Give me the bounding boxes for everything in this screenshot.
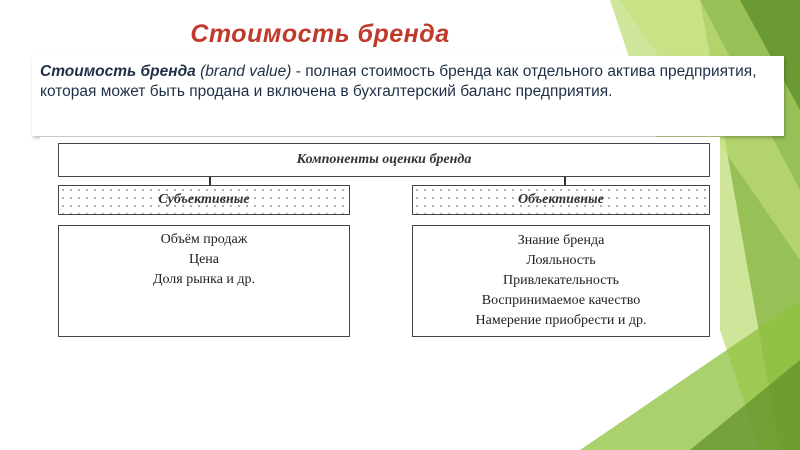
list-item: Лояльность bbox=[526, 253, 596, 268]
subjective-category-box: Субъективные bbox=[58, 185, 350, 215]
subjective-items-box: Объём продаж Цена Доля рынка и др. bbox=[58, 225, 350, 337]
objective-category-box: Объективные bbox=[412, 185, 710, 215]
definition-term: Стоимость бренда bbox=[40, 63, 196, 80]
list-item: Знание бренда bbox=[517, 233, 605, 248]
definition-box: Стоимость бренда (brand value) - полная … bbox=[32, 56, 784, 136]
objective-items-list: Знание бренда Лояльность Привлекательнос… bbox=[413, 231, 709, 331]
definition-body: - полная стоимость бренда как отдельного… bbox=[40, 63, 757, 100]
list-item: Объём продаж bbox=[160, 232, 248, 247]
definition-text: Стоимость бренда (brand value) - полная … bbox=[40, 62, 776, 102]
brand-components-diagram: Компоненты оценки бренда Субъективные Об… bbox=[40, 137, 720, 342]
objective-items-box: Знание бренда Лояльность Привлекательнос… bbox=[412, 225, 710, 337]
subjective-items-list: Объём продаж Цена Доля рынка и др. bbox=[59, 230, 349, 290]
list-item: Привлекательность bbox=[503, 273, 619, 288]
components-header-box: Компоненты оценки бренда bbox=[58, 143, 710, 177]
definition-english-term: (brand value) bbox=[200, 63, 292, 80]
subjective-category-label: Субъективные bbox=[158, 192, 250, 207]
components-header-label: Компоненты оценки бренда bbox=[296, 152, 472, 167]
list-item: Намерение приобрести и др. bbox=[475, 313, 647, 328]
slide-title: Стоимость бренда bbox=[190, 20, 450, 48]
list-item: Цена bbox=[188, 252, 220, 267]
objective-category-label: Объективные bbox=[518, 192, 604, 207]
list-item: Воспринимаемое качество bbox=[481, 293, 641, 308]
list-item: Доля рынка и др. bbox=[152, 272, 256, 287]
